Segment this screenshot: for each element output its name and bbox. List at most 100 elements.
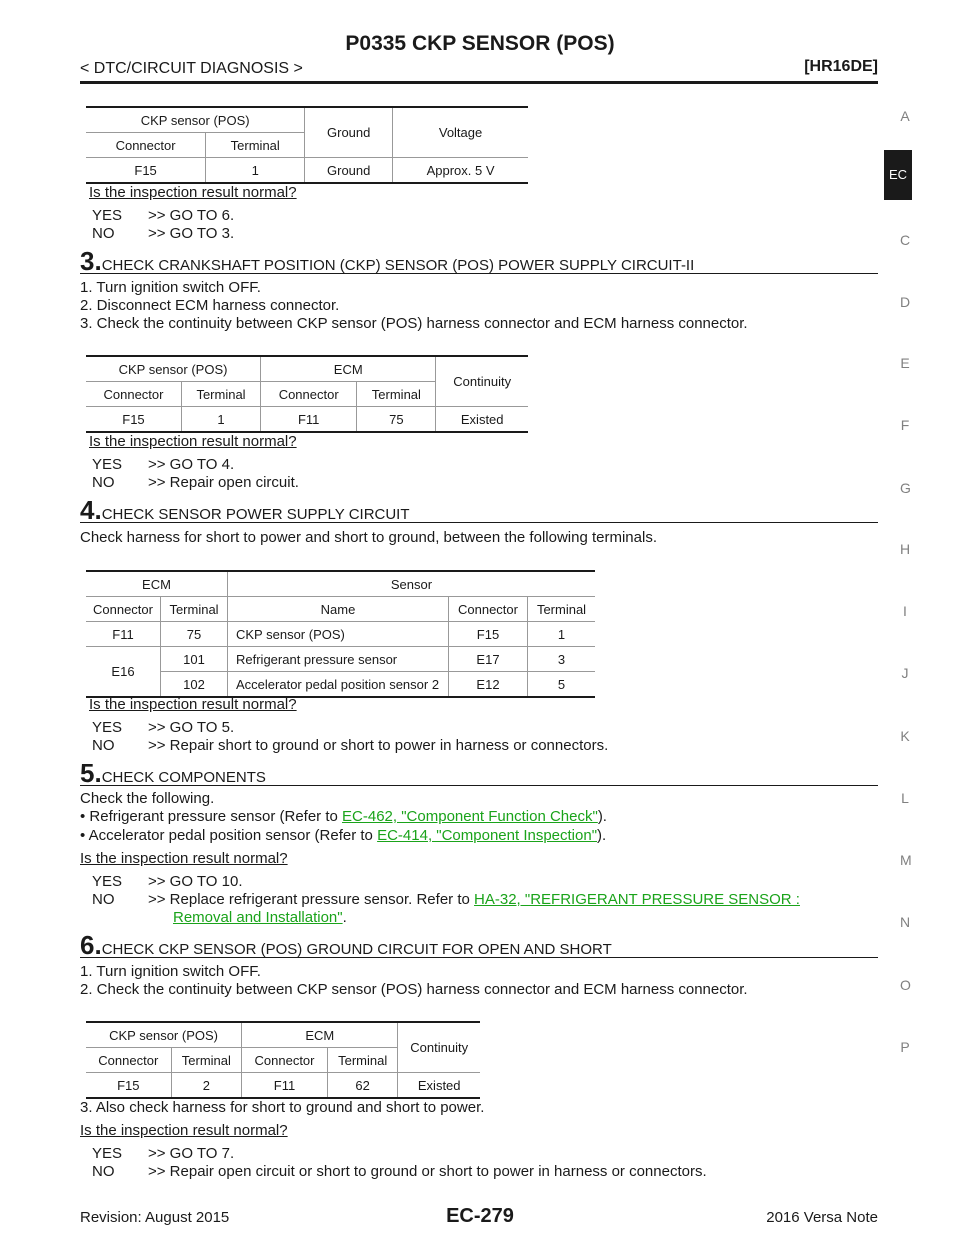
revision-date: Revision: August 2015	[80, 1209, 230, 1226]
table-cell: Refrigerant pressure sensor	[227, 646, 449, 672]
side-index-j[interactable]: J	[901, 665, 909, 681]
table-group-header: CKP sensor (POS)	[86, 1021, 243, 1048]
answer-yes-label: YES	[92, 873, 123, 890]
instruction-line: 2. Check the continuity between CKP sens…	[80, 981, 748, 998]
step-title: CHECK SENSOR POWER SUPPLY CIRCUIT	[101, 506, 410, 523]
bullet-item: • Refrigerant pressure sensor (Refer to …	[80, 808, 607, 825]
side-index-g[interactable]: G	[900, 480, 911, 496]
side-index-k[interactable]: K	[900, 728, 910, 744]
table-cell: 75	[160, 621, 228, 647]
table-col-header: Connector	[86, 596, 161, 622]
table-cell: Accelerator pedal position sensor 2	[227, 671, 449, 698]
table-group-header: CKP sensor (POS)	[86, 355, 262, 382]
answer-text: .	[342, 909, 347, 926]
table-row: F15 2 F11 62 Existed	[86, 1072, 480, 1099]
step-heading: 5.CHECK COMPONENTS	[80, 758, 266, 789]
table-col-header: Continuity	[397, 1021, 480, 1073]
table-cell: 5	[527, 671, 595, 698]
side-index-e[interactable]: E	[900, 355, 910, 371]
side-index-c[interactable]: C	[900, 232, 911, 248]
side-index-a[interactable]: A	[900, 108, 910, 124]
step-title: CHECK COMPONENTS	[101, 769, 266, 786]
page-title: P0335 CKP SENSOR (POS)	[345, 32, 615, 55]
table-group-header: ECM	[86, 570, 228, 597]
reference-link[interactable]: EC-414, "Component Inspection"	[377, 827, 598, 844]
question: Is the inspection result normal?	[89, 184, 297, 201]
answer-yes-text: >> GO TO 6.	[148, 207, 235, 224]
table-cell: 102	[160, 671, 228, 698]
table-cell: 1	[205, 157, 306, 184]
question: Is the inspection result normal?	[89, 433, 297, 450]
table-col-header: Connector	[86, 1047, 172, 1073]
answer-no-text: >> Replace refrigerant pressure sensor. …	[148, 891, 800, 908]
instruction-line: 3. Also check harness for short to groun…	[80, 1099, 485, 1116]
step-heading: 4.CHECK SENSOR POWER SUPPLY CIRCUIT	[80, 495, 410, 526]
answer-yes-label: YES	[92, 456, 123, 473]
side-index-i[interactable]: I	[903, 603, 907, 619]
table-cell: 75	[356, 406, 437, 433]
answer-yes-label: YES	[92, 1145, 123, 1162]
answer-yes-label: YES	[92, 719, 123, 736]
table-cell: E17	[448, 646, 528, 672]
side-index-f[interactable]: F	[900, 417, 910, 433]
answer-no-text: >> Repair short to ground or short to po…	[148, 737, 609, 754]
step-rule	[80, 785, 878, 786]
table-col-header: Connector	[241, 1047, 328, 1073]
table-col-header: Ground	[304, 106, 394, 158]
answer-no-label: NO	[92, 737, 115, 754]
side-index-o[interactable]: O	[900, 977, 911, 993]
reference-link[interactable]: HA-32, "REFRIGERANT PRESSURE SENSOR :	[474, 891, 800, 908]
side-index-d[interactable]: D	[900, 294, 911, 310]
answer-yes-text: >> GO TO 10.	[148, 873, 243, 890]
reference-link[interactable]: Removal and Installation"	[173, 909, 343, 926]
answer-yes-text: >> GO TO 7.	[148, 1145, 235, 1162]
question: Is the inspection result normal?	[80, 1122, 288, 1139]
answer-no-text-cont: Removal and Installation".	[173, 909, 347, 926]
step-title: CHECK CRANKSHAFT POSITION (CKP) SENSOR (…	[101, 257, 695, 274]
side-index-ec-active[interactable]: EC	[884, 150, 912, 200]
side-index-h[interactable]: H	[900, 541, 911, 557]
reference-link[interactable]: EC-462, "Component Function Check"	[342, 808, 598, 825]
side-index-m[interactable]: M	[900, 852, 912, 868]
table-col-header: Terminal	[327, 1047, 399, 1073]
answer-no-text: >> Repair open circuit.	[148, 474, 299, 491]
side-index-p[interactable]: P	[900, 1039, 910, 1055]
instruction-line: 1. Turn ignition switch OFF.	[80, 279, 261, 296]
answer-no-label: NO	[92, 474, 115, 491]
table-cell: Existed	[435, 406, 528, 433]
answer-yes-text: >> GO TO 5.	[148, 719, 235, 736]
table-col-header: Terminal	[527, 596, 595, 622]
table-group-header: Sensor	[227, 570, 595, 597]
breadcrumb: < DTC/CIRCUIT DIAGNOSIS >	[80, 60, 303, 77]
side-index-l[interactable]: L	[901, 790, 909, 806]
table-cell: 1	[527, 621, 595, 647]
table-col-header: Terminal	[171, 1047, 243, 1073]
table-cell: 2	[171, 1072, 243, 1099]
side-index-n[interactable]: N	[900, 914, 911, 930]
table-cell: 101	[160, 646, 228, 672]
table-cell: 62	[327, 1072, 399, 1099]
table-cell: 1	[181, 406, 262, 433]
table-cell: E16	[86, 646, 161, 698]
table-cell: F11	[260, 406, 358, 433]
instruction-line: 3. Check the continuity between CKP sens…	[80, 315, 748, 332]
table-group-header: ECM	[260, 355, 437, 382]
table-cell: E12	[448, 671, 528, 698]
page-number: EC-279	[446, 1205, 514, 1227]
table-cell: F15	[86, 157, 207, 184]
table-col-header: Connector	[86, 381, 182, 407]
table-continuity-check: CKP sensor (POS) ECM Continuity Connecto…	[86, 355, 528, 433]
table-col-header: Connector	[86, 132, 207, 158]
step-rule	[80, 957, 878, 958]
engine-code: [HR16DE]	[804, 58, 878, 75]
step-title: CHECK CKP SENSOR (POS) GROUND CIRCUIT FO…	[101, 941, 612, 958]
table-group-header: CKP sensor (POS)	[86, 106, 306, 133]
table-cell: F15	[448, 621, 528, 647]
bullet-text: ).	[597, 827, 607, 844]
table-row: F11 75 CKP sensor (POS) F15 1	[86, 621, 595, 647]
step-heading: 6.CHECK CKP SENSOR (POS) GROUND CIRCUIT …	[80, 930, 612, 961]
instruction-line: 1. Turn ignition switch OFF.	[80, 963, 261, 980]
table-cell: Approx. 5 V	[392, 157, 528, 184]
step-number: 4.	[80, 495, 102, 525]
table-cell: F11	[241, 1072, 328, 1099]
